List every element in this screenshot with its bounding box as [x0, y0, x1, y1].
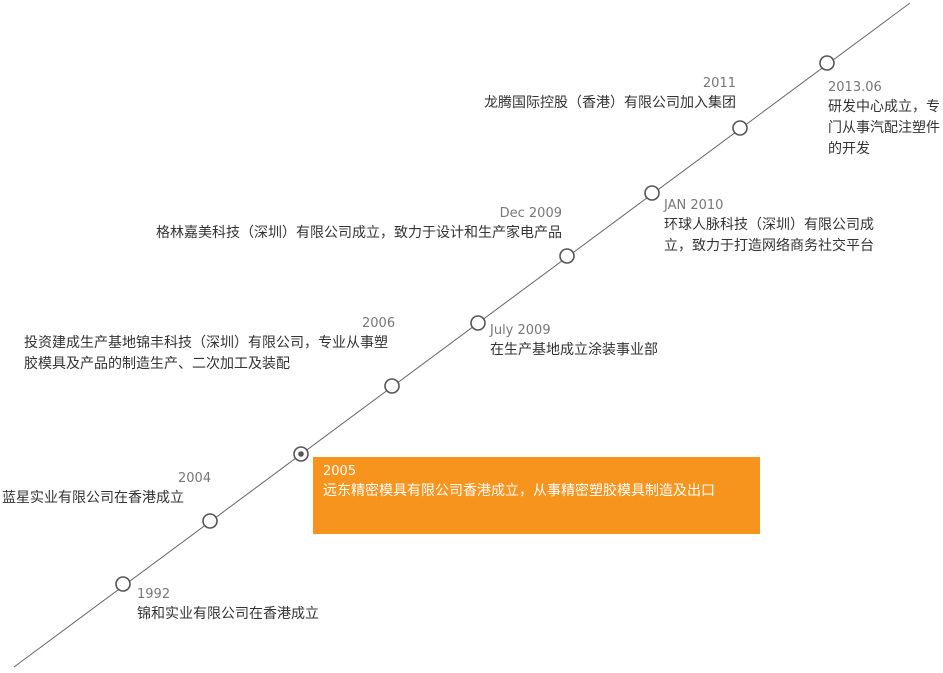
node-2005-dot	[298, 451, 304, 457]
event-description: 研发中心成立，专门从事汽配注塑件的开发	[828, 99, 940, 157]
node-2013[interactable]	[819, 55, 835, 71]
event-date: July 2009	[490, 323, 551, 338]
event-2006: 2006 投资建成生产基地锦丰科技（深圳）有限公司，专业从事塑胶模具及产品的制造…	[24, 315, 396, 375]
event-description: 格林嘉美科技（深圳）有限公司成立，致力于设计和生产家电产品	[156, 225, 562, 241]
timeline-axis	[13, 2, 911, 668]
event-date: Dec 2009	[499, 206, 562, 221]
node-jan2010[interactable]	[644, 185, 660, 201]
event-description: 投资建成生产基地锦丰科技（深圳）有限公司，专业从事塑胶模具及产品的制造生产、二次…	[24, 335, 388, 372]
event-2013: 2013.06 研发中心成立，专门从事汽配注塑件的开发	[828, 79, 940, 160]
event-july-2009: July 2009 在生产基地成立涂装事业部	[490, 322, 750, 361]
node-dec2009[interactable]	[559, 248, 575, 264]
event-date: 2004	[178, 471, 212, 486]
event-2005-highlight: 2005 远东精密模具有限公司香港成立，从事精密塑胶模具制造及出口	[313, 457, 760, 534]
event-date: 2006	[362, 316, 396, 331]
node-jul2009[interactable]	[470, 315, 486, 331]
node-2004[interactable]	[202, 513, 218, 529]
event-date: JAN 2010	[664, 198, 724, 213]
event-description: 环球人脉科技（深圳）有限公司成立，致力于打造网络商务社交平台	[664, 217, 874, 254]
event-2004: 2004 蓝星实业有限公司在香港成立	[2, 470, 211, 509]
event-description: 锦和实业有限公司在香港成立	[137, 606, 319, 622]
event-description: 蓝星实业有限公司在香港成立	[2, 490, 184, 506]
node-2011[interactable]	[732, 120, 748, 136]
event-date: 1992	[137, 587, 171, 602]
event-description: 在生产基地成立涂装事业部	[490, 342, 658, 358]
node-2006[interactable]	[384, 378, 400, 394]
event-date: 2011	[702, 76, 736, 91]
event-2011: 2011 龙腾国际控股（香港）有限公司加入集团	[410, 75, 736, 114]
event-1992: 1992 锦和实业有限公司在香港成立	[137, 586, 457, 625]
node-1992[interactable]	[115, 576, 131, 592]
event-dec-2009: Dec 2009 格林嘉美科技（深圳）有限公司成立，致力于设计和生产家电产品	[60, 205, 562, 244]
event-description: 远东精密模具有限公司香港成立，从事精密塑胶模具制造及出口	[323, 483, 715, 499]
event-description: 龙腾国际控股（香港）有限公司加入集团	[484, 95, 736, 111]
event-jan-2010: JAN 2010 环球人脉科技（深圳）有限公司成立，致力于打造网络商务社交平台	[664, 197, 879, 257]
event-date: 2005	[323, 464, 357, 479]
event-date: 2013.06	[828, 80, 882, 95]
